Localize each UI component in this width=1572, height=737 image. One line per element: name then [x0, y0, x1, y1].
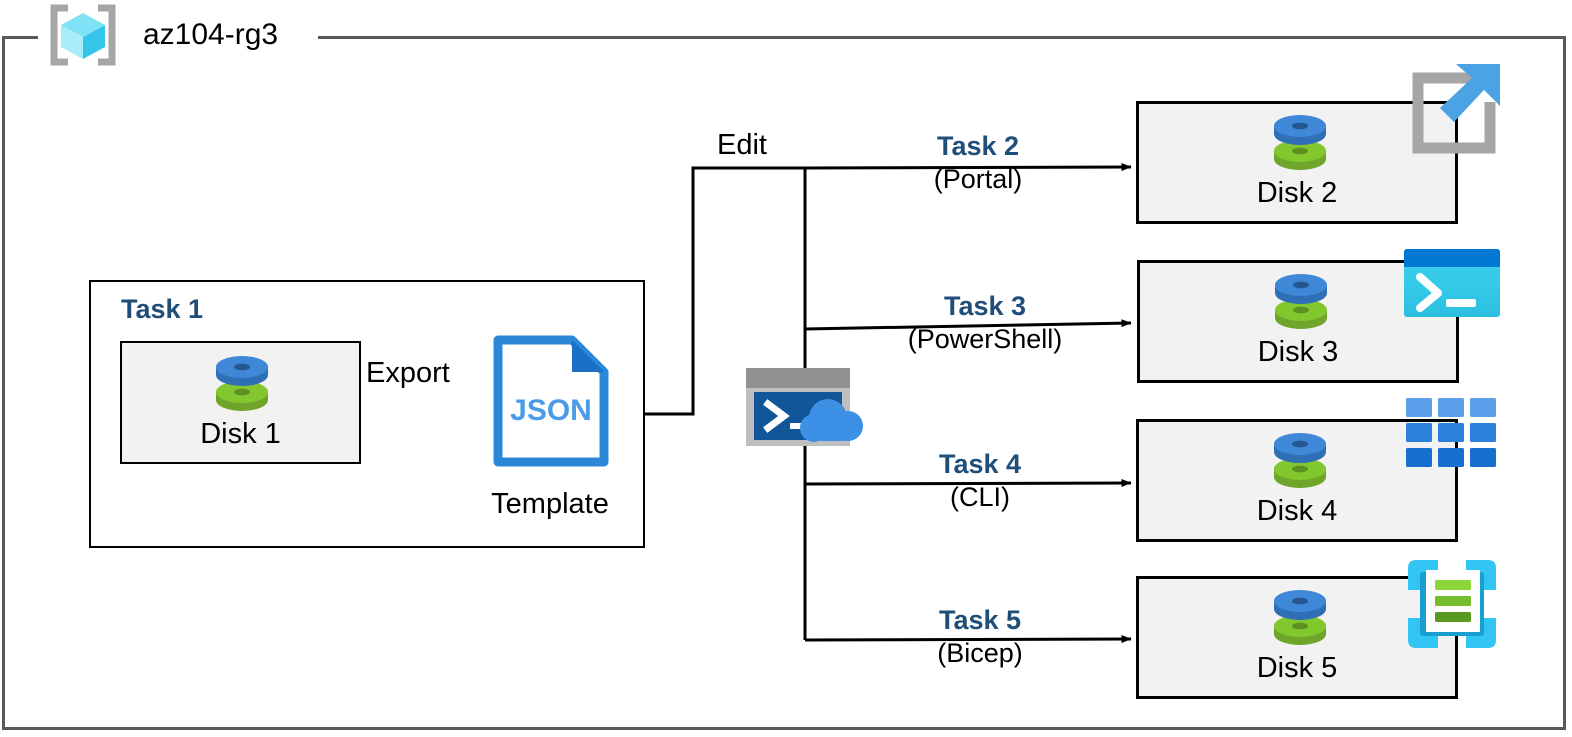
json-file-icon: JSON: [490, 334, 612, 468]
task3-tool: (PowerShell): [907, 324, 1063, 354]
task4-tool: (CLI): [950, 482, 1010, 512]
task2-label: Task 2: [936, 131, 1020, 161]
disk4-box[interactable]: Disk 4: [1136, 419, 1458, 542]
powershell-icon: [1404, 249, 1500, 317]
resource-group-cube-icon: [48, 3, 118, 67]
branch-label-task3: Task 3 (PowerShell): [850, 290, 1120, 356]
managed-disk-icon: [1272, 111, 1328, 173]
template-caption: Template: [491, 488, 609, 520]
cloud-shell-icon: [744, 366, 866, 448]
azure-portal-icon: [1404, 62, 1504, 162]
azure-cli-icon: [1406, 398, 1496, 468]
branch-label-task5: Task 5 (Bicep): [866, 604, 1094, 670]
bicep-icon: [1406, 558, 1498, 650]
disk1-label: Disk 1: [200, 418, 281, 450]
disk5-label: Disk 5: [1256, 652, 1338, 684]
export-label: Export: [366, 357, 450, 389]
task1-title: Task 1: [121, 294, 204, 324]
disk3-label: Disk 3: [1257, 336, 1339, 368]
task4-label: Task 4: [938, 449, 1022, 479]
disk2-box[interactable]: Disk 2: [1136, 101, 1458, 224]
managed-disk-icon: [214, 352, 270, 414]
resource-group-title: az104-rg3: [143, 18, 279, 51]
managed-disk-icon: [1272, 429, 1328, 491]
disk4-label: Disk 4: [1256, 495, 1338, 527]
task3-label: Task 3: [943, 291, 1027, 321]
branch-label-task2: Task 2 (Portal): [862, 130, 1094, 196]
task5-label: Task 5: [938, 605, 1022, 635]
managed-disk-icon: [1273, 270, 1329, 332]
disk2-label: Disk 2: [1256, 177, 1338, 209]
edit-label: Edit: [717, 129, 767, 161]
disk5-box[interactable]: Disk 5: [1136, 576, 1458, 699]
resource-group-frame: [2, 36, 1566, 730]
task2-tool: (Portal): [933, 164, 1023, 194]
branch-label-task4: Task 4 (CLI): [866, 448, 1094, 514]
svg-text:JSON: JSON: [510, 394, 592, 427]
disk1-box[interactable]: Disk 1: [120, 341, 361, 464]
task5-tool: (Bicep): [937, 638, 1023, 668]
managed-disk-icon: [1272, 586, 1328, 648]
